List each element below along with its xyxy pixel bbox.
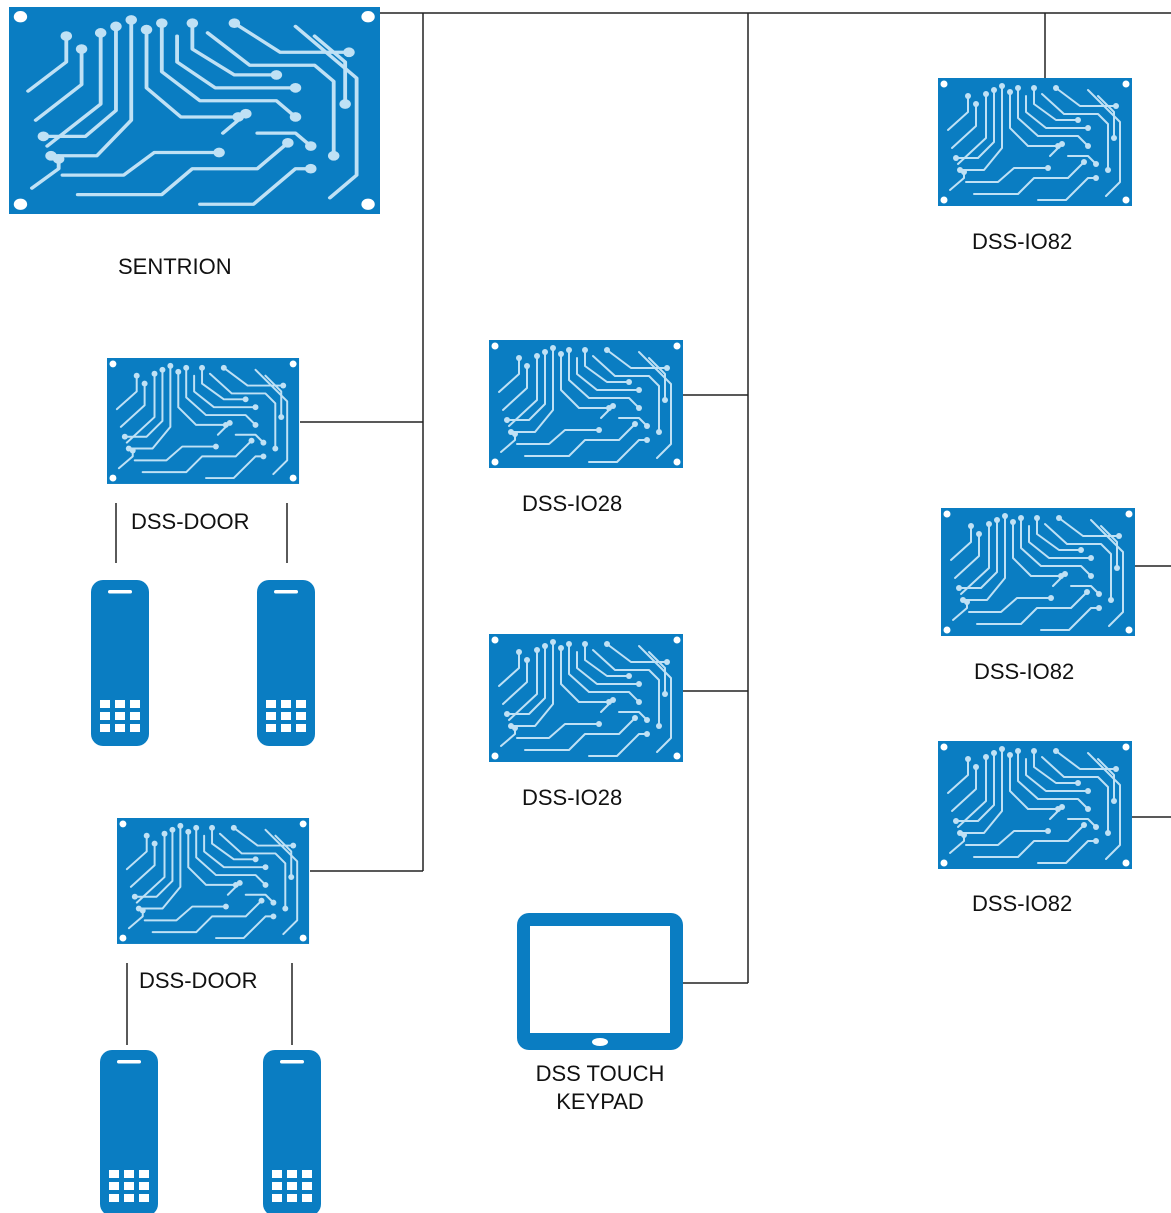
dss-io82-1-board-icon	[937, 77, 1133, 207]
dss-io28-1-board-icon	[488, 339, 684, 469]
touch-keypad-label-line1: DSS TOUCH	[535, 1061, 665, 1086]
dss-io82-1-label: DSS-IO82	[972, 229, 1073, 254]
sentrion-board-icon	[7, 5, 382, 216]
dss-io28-1-label: DSS-IO28	[522, 491, 623, 516]
dss-io28-2-label: DSS-IO28	[522, 785, 623, 810]
keypad-reader-icon	[91, 580, 149, 746]
connection-lines	[115, 12, 1171, 1045]
dss-io82-3-label: DSS-IO82	[972, 891, 1073, 916]
sentrion-label: SENTRION	[118, 254, 232, 279]
dss-io82-2-board-icon	[940, 507, 1136, 637]
dss-door-2-label: DSS-DOOR	[139, 968, 258, 993]
keypad-reader-icon	[263, 1050, 321, 1213]
dss-door-1-board-icon	[106, 357, 301, 485]
dss-io82-2-label: DSS-IO82	[974, 659, 1075, 684]
keypad-reader-icon	[100, 1050, 158, 1213]
dss-io82-3-board-icon	[937, 740, 1133, 870]
dss-io28-2-board-icon	[488, 633, 684, 763]
dss-door-2-board-icon	[116, 817, 311, 945]
keypad-reader-icon	[257, 580, 315, 746]
dss-door-1-label: DSS-DOOR	[131, 509, 250, 534]
touch-keypad-tablet-icon	[517, 913, 683, 1050]
touch-keypad-label-line2: KEYPAD	[556, 1089, 644, 1114]
